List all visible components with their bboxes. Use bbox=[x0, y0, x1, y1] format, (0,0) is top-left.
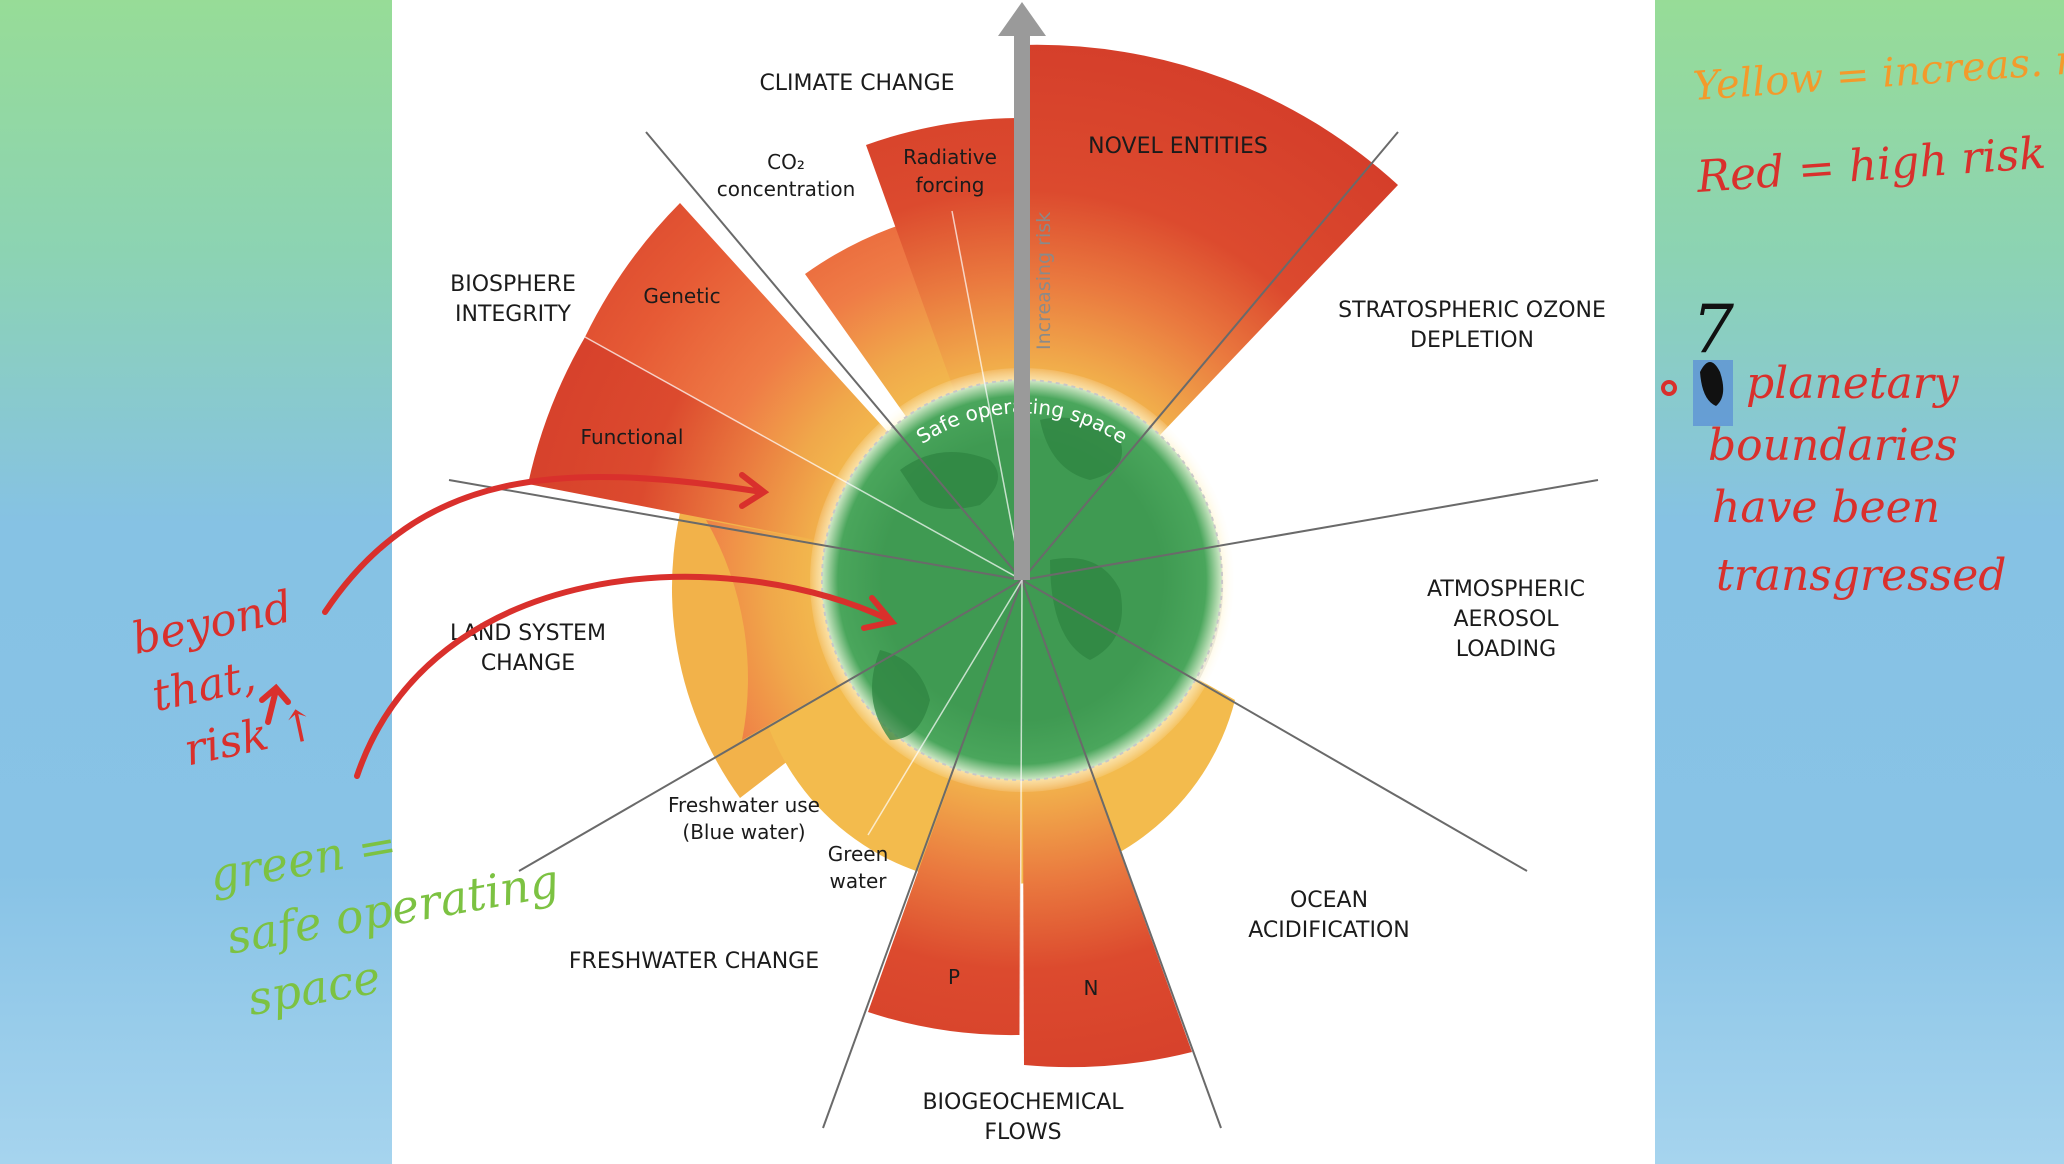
arrow-to-orange bbox=[322, 473, 765, 615]
note-transgressed: planetary boundaries have been transgres… bbox=[1708, 358, 2006, 601]
scribble-mark bbox=[1700, 362, 1724, 406]
left-background bbox=[0, 0, 392, 1164]
increasing-risk-arrow: Increasing risk bbox=[998, 2, 1055, 580]
label-novel: NOVEL ENTITIES bbox=[1088, 134, 1268, 159]
label-functional: Functional bbox=[581, 425, 684, 449]
label-climate: CLIMATE CHANGE bbox=[759, 71, 954, 96]
note-count: 7 bbox=[1692, 291, 1734, 368]
note-red: Red = high risk bbox=[1694, 128, 2047, 203]
arrow-to-green-head bbox=[861, 595, 898, 631]
label-n: N bbox=[1084, 976, 1099, 1000]
annotation-arrows bbox=[259, 472, 898, 779]
label-blue-water: Freshwater use(Blue water) bbox=[668, 793, 820, 844]
arrow-to-green bbox=[354, 573, 893, 779]
divider-lines bbox=[448, 131, 1599, 1129]
bullet-icon bbox=[1661, 380, 1677, 396]
note-beyond: beyond that, risk ↑ bbox=[127, 578, 335, 782]
increasing-risk-label: Increasing risk bbox=[1033, 212, 1055, 350]
label-p: P bbox=[948, 965, 960, 989]
note-green: green = safe operating space bbox=[206, 788, 589, 1029]
up-arrow-icon bbox=[259, 683, 291, 725]
right-annotations: Yellow = increas. risk Red = high risk 7… bbox=[1661, 33, 2064, 601]
label-genetic: Genetic bbox=[643, 284, 720, 308]
arrow-to-orange-head bbox=[739, 472, 770, 509]
right-background bbox=[1655, 0, 2064, 1164]
label-freshwater: FRESHWATER CHANGE bbox=[569, 949, 819, 974]
sub-divider-lines bbox=[584, 210, 1023, 1036]
note-yellow: Yellow = increas. risk bbox=[1691, 33, 2064, 110]
